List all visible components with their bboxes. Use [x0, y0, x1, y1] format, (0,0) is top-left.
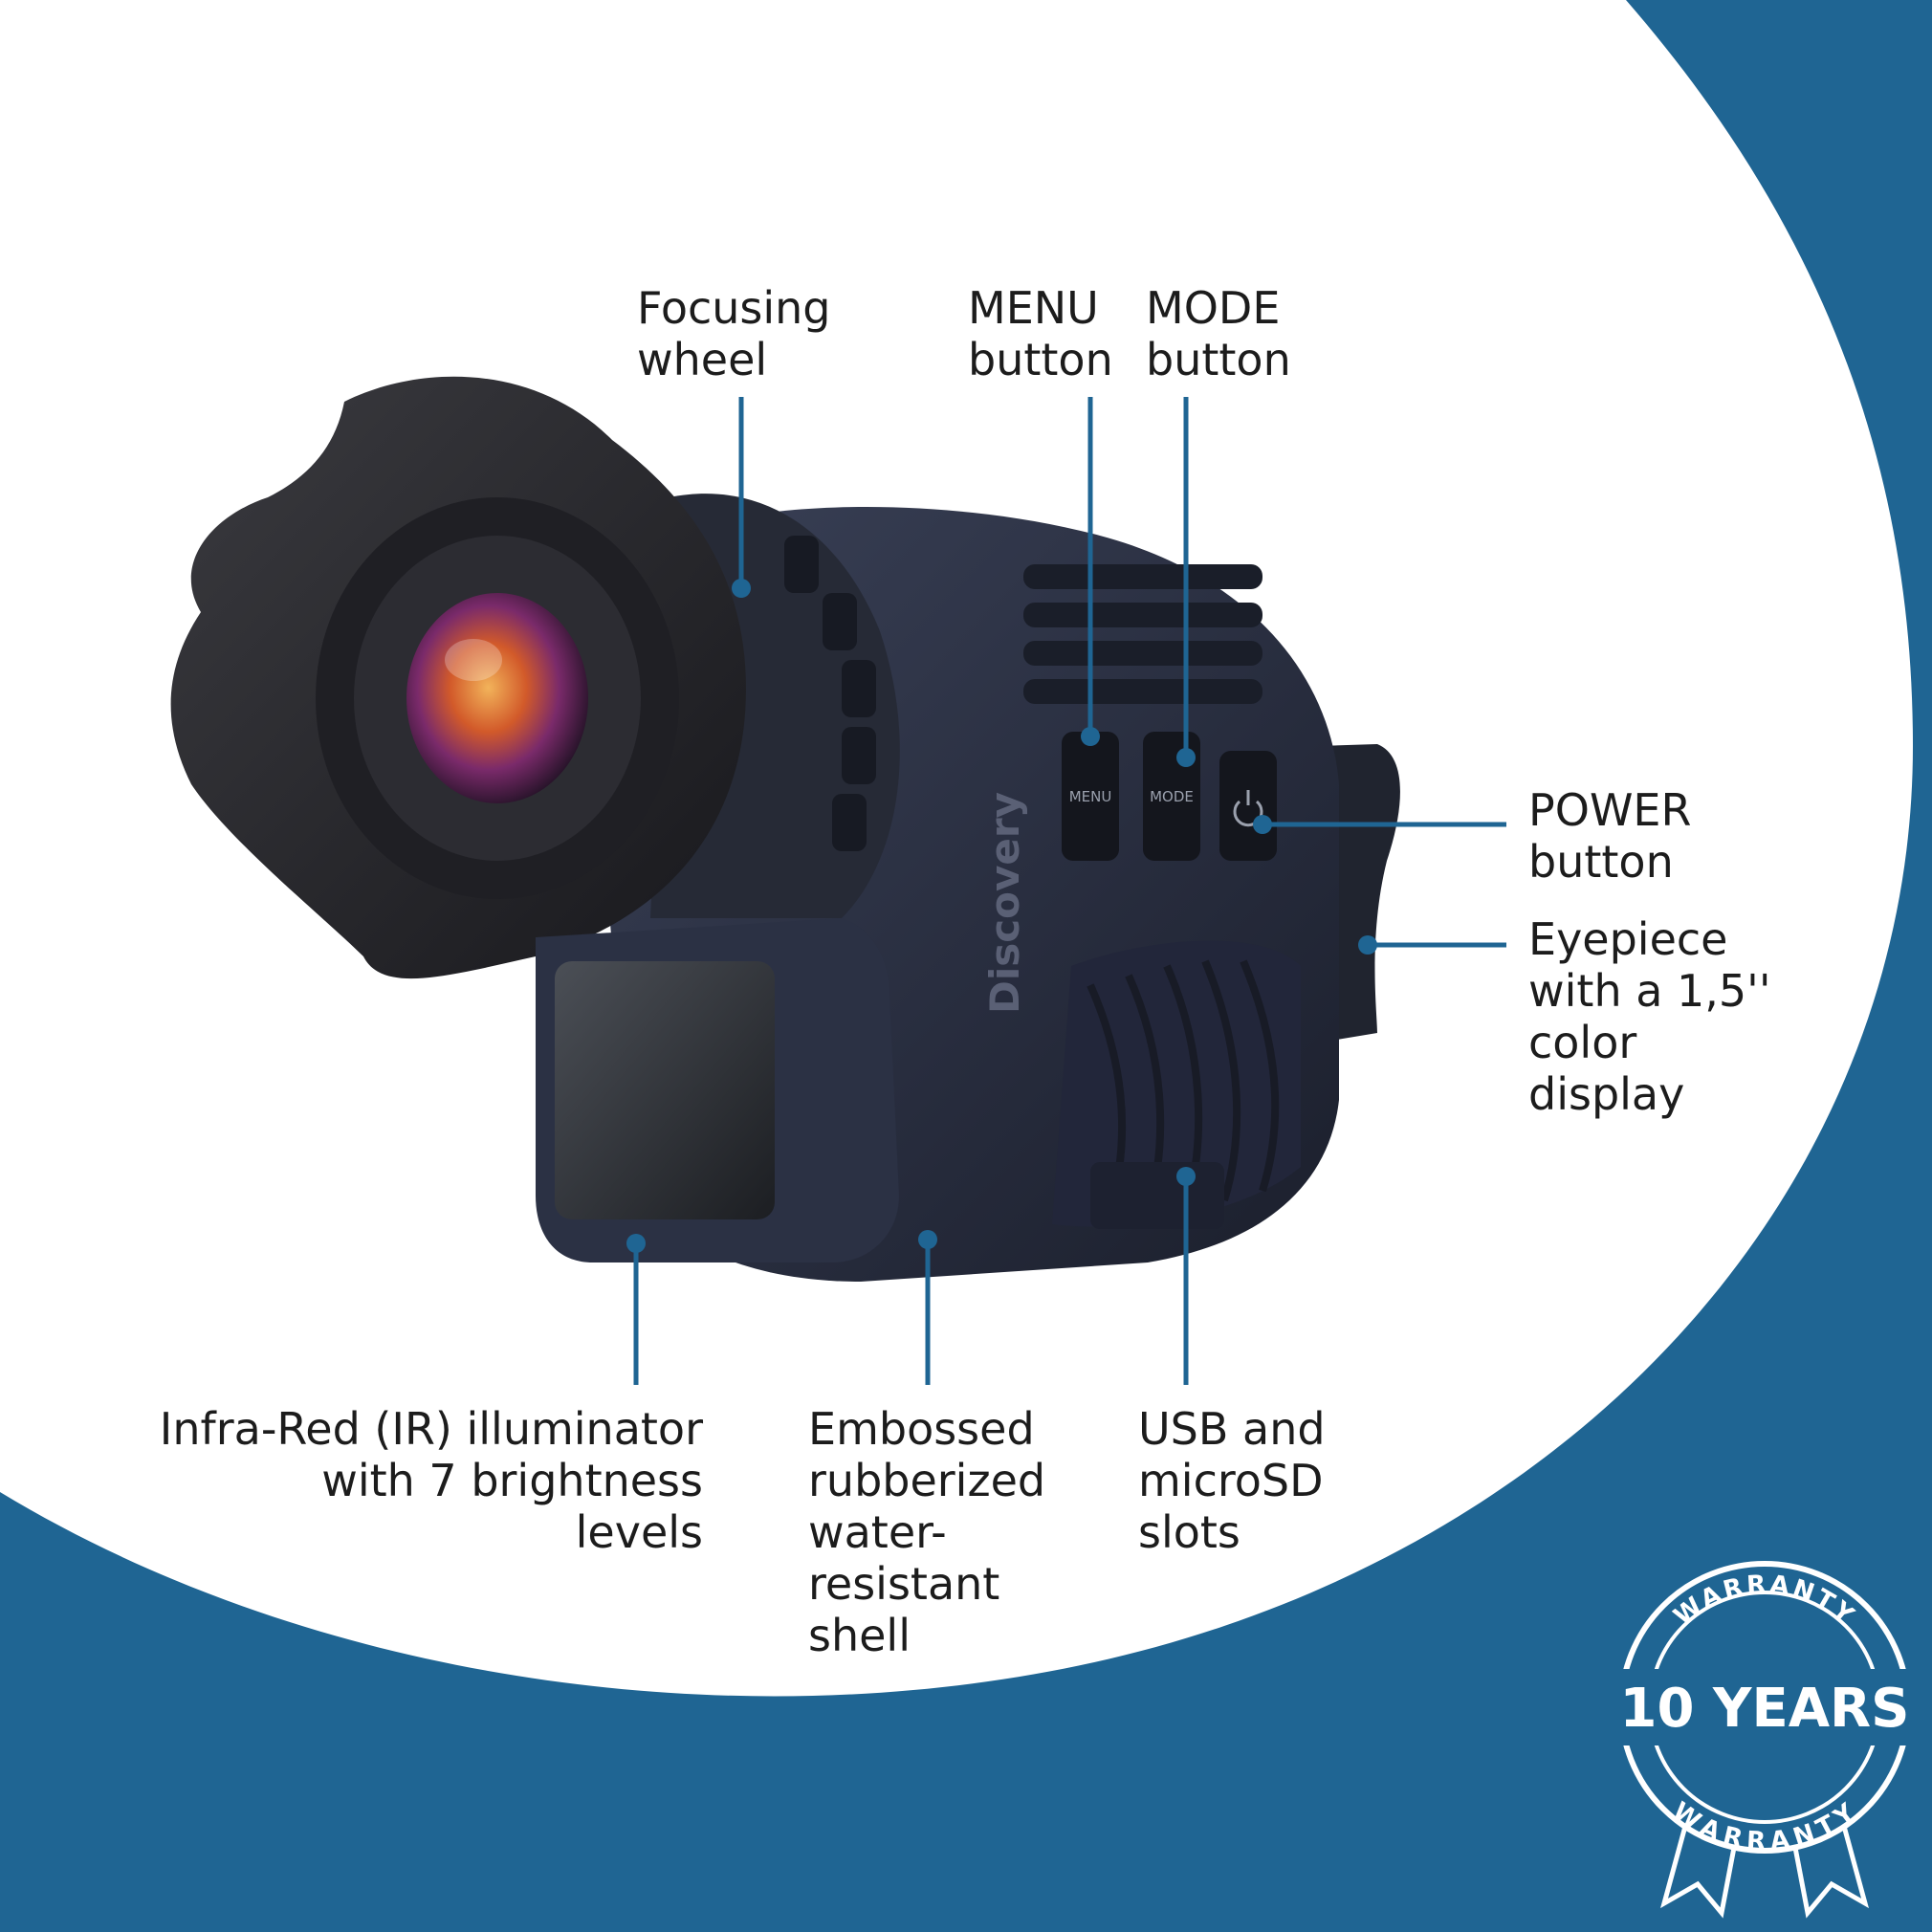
label-menu-button: MENU button — [968, 282, 1113, 385]
rear-eyepiece — [1320, 744, 1400, 1043]
embossed-grip — [1052, 940, 1301, 1227]
badge-main-text: 10 YEARS — [1619, 1678, 1909, 1740]
badge-banner — [1592, 1669, 1932, 1745]
label-power-button: POWER button — [1528, 784, 1692, 888]
top-grip-ridges — [1023, 564, 1262, 704]
ir-illuminator-window — [555, 961, 775, 1219]
label-ir-illuminator: Infra-Red (IR) illuminator with 7 bright… — [159, 1403, 703, 1558]
label-eyepiece: Eyepiece with a 1,5'' color display — [1528, 913, 1771, 1120]
mode-button-label: MODE — [1150, 788, 1194, 805]
dot-mode-button — [1176, 748, 1196, 767]
label-focusing-wheel: Focusing wheel — [637, 282, 831, 385]
power-icon — [1233, 790, 1263, 827]
dot-eyepiece — [1358, 935, 1377, 955]
focusing-wheel-ridges — [784, 536, 876, 851]
dot-shell — [918, 1230, 937, 1249]
dot-usb-slots — [1176, 1167, 1196, 1186]
label-mode-button: MODE button — [1146, 282, 1291, 385]
lens-highlight — [445, 639, 502, 681]
dot-focusing-wheel — [732, 579, 751, 598]
dot-menu-button — [1081, 727, 1100, 746]
lens — [406, 593, 588, 803]
label-shell: Embossed rubberized water- resistant she… — [808, 1403, 1046, 1661]
dot-ir-illuminator — [626, 1234, 646, 1253]
menu-button: MENU — [1062, 732, 1119, 861]
dot-power-button — [1253, 815, 1272, 834]
menu-button-label: MENU — [1069, 788, 1112, 805]
brand-label: Discovery — [981, 792, 1028, 1014]
label-usb-slots: USB and microSD slots — [1138, 1403, 1326, 1558]
